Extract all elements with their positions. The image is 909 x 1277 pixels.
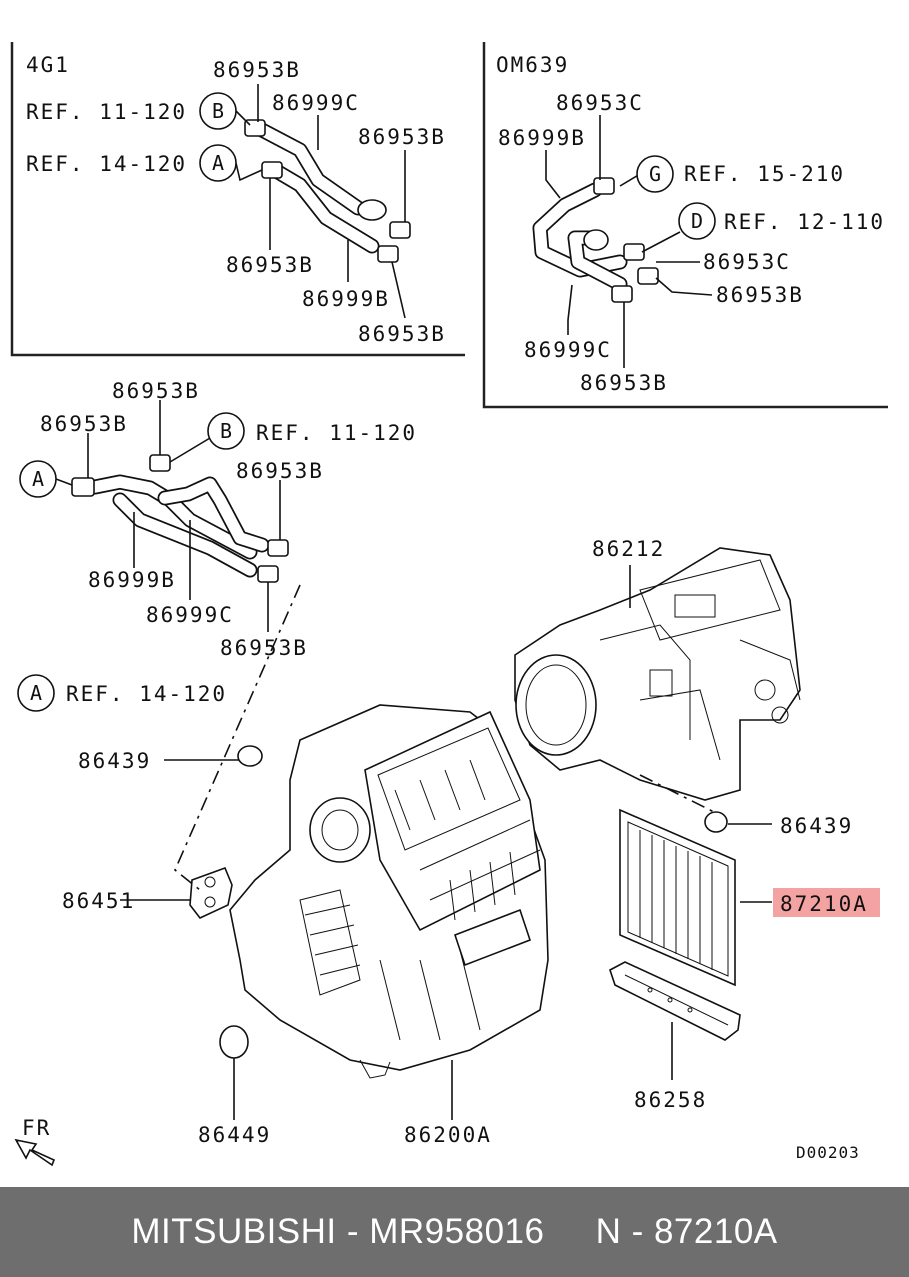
part-label: 86999B <box>498 126 586 150</box>
part-label: 86953B <box>40 412 128 436</box>
footer-bar: MITSUBISHI - MR958016 N - 87210A <box>0 1187 909 1277</box>
part-label: 86953B <box>220 636 308 660</box>
panel-4g1-title: 4G1 <box>26 53 70 77</box>
ref-label: REF. 15-210 <box>684 162 845 186</box>
direction-indicator: FR <box>14 1116 56 1167</box>
part-label: 86953B <box>213 58 301 82</box>
ref-letter-a: A <box>32 467 44 491</box>
clamp-icon <box>611 285 633 303</box>
clamp-icon <box>257 565 279 583</box>
part-label: 86258 <box>634 1088 707 1112</box>
filter-cover: 86258 <box>609 961 741 1112</box>
clamp-icon <box>261 161 283 179</box>
clamp-icon <box>377 245 399 263</box>
part-label: 86999B <box>88 568 176 592</box>
part-label: 86953B <box>580 371 668 395</box>
ref-label: REF. 14-120 <box>66 682 227 706</box>
cover-icon <box>609 961 741 1041</box>
left-callouts: A REF. 14-120 86439 86451 86449 <box>17 584 301 1147</box>
part-label: 86999C <box>524 338 612 362</box>
hose-assembly: A B 86953B 86953B REF. 11-120 86953B 869… <box>19 379 417 660</box>
panel-om639: OM639 G D 86953C 86999B REF. 15-210 REF.… <box>482 42 888 409</box>
part-label: 86999C <box>272 91 360 115</box>
grommet-icon <box>704 811 728 833</box>
part-label: 86449 <box>198 1123 271 1147</box>
ref-letter-b: B <box>212 99 224 123</box>
drawing-code: D00203 <box>796 1143 860 1162</box>
direction-label: FR <box>22 1116 51 1140</box>
highlight-box <box>773 888 880 917</box>
ref-letter-d: D <box>691 209 703 233</box>
part-label: 86999C <box>146 603 234 627</box>
ref-circle-d <box>678 202 716 240</box>
clamp-icon <box>637 267 659 285</box>
filter-icon <box>619 808 736 987</box>
panel-4g1: 4G1 B A REF. 11-120 REF. 14-120 86953B 8… <box>10 42 465 357</box>
upper-housing: 86212 86439 <box>514 537 853 838</box>
parts-diagram: 4G1 B A REF. 11-120 REF. 14-120 86953B 8… <box>10 42 888 1167</box>
hose-end <box>583 229 609 251</box>
part-label: 86953C <box>703 250 791 274</box>
ref-circle-a <box>19 460 57 498</box>
ref-circle-b <box>199 92 237 130</box>
part-label: 86953B <box>112 379 200 403</box>
grommet-icon <box>237 745 263 767</box>
part-label: 86439 <box>780 814 853 838</box>
ref-letter-a: A <box>212 151 224 175</box>
heater-unit: 86200A <box>229 704 549 1147</box>
cabin-filter: 87210A <box>619 808 880 987</box>
clamp-icon <box>267 539 289 557</box>
ref-label: REF. 12-110 <box>724 210 885 234</box>
footer-text: MITSUBISHI - MR958016 N - 87210A <box>131 1212 778 1251</box>
part-label: 86953B <box>226 253 314 277</box>
part-label: 86953B <box>236 459 324 483</box>
panel-om639-title: OM639 <box>496 53 569 77</box>
part-label: 86200A <box>404 1123 492 1147</box>
ref-circle-a <box>17 674 55 712</box>
arrow-icon <box>14 1138 56 1167</box>
part-label: 86451 <box>62 889 135 913</box>
clamp-icon <box>623 243 645 261</box>
ref-label: REF. 14-120 <box>26 152 187 176</box>
ref-circle-b <box>207 412 245 450</box>
ref-circle-g <box>636 155 674 193</box>
part-label: 86953B <box>358 125 446 149</box>
ref-circle-a <box>199 144 237 182</box>
grommet-icon <box>219 1025 249 1059</box>
part-label: 86212 <box>592 537 665 561</box>
ref-label: REF. 11-120 <box>256 421 417 445</box>
ref-label: REF. 11-120 <box>26 100 187 124</box>
ref-letter-a: A <box>30 681 42 705</box>
part-label: 86953B <box>716 283 804 307</box>
clamp-icon <box>389 221 411 239</box>
ref-letter-b: B <box>220 419 232 443</box>
part-label: 86953C <box>556 91 644 115</box>
part-label: 86953B <box>358 322 446 346</box>
clamp-icon <box>149 454 171 472</box>
clamp-icon <box>71 477 95 497</box>
highlighted-part-label[interactable]: 87210A <box>780 892 868 916</box>
hose-end <box>357 199 387 221</box>
part-label: 86439 <box>78 749 151 773</box>
part-label: 86999B <box>302 287 390 311</box>
ref-letter-g: G <box>649 162 661 186</box>
gasket-icon <box>189 866 233 919</box>
clamp-icon <box>593 177 615 195</box>
